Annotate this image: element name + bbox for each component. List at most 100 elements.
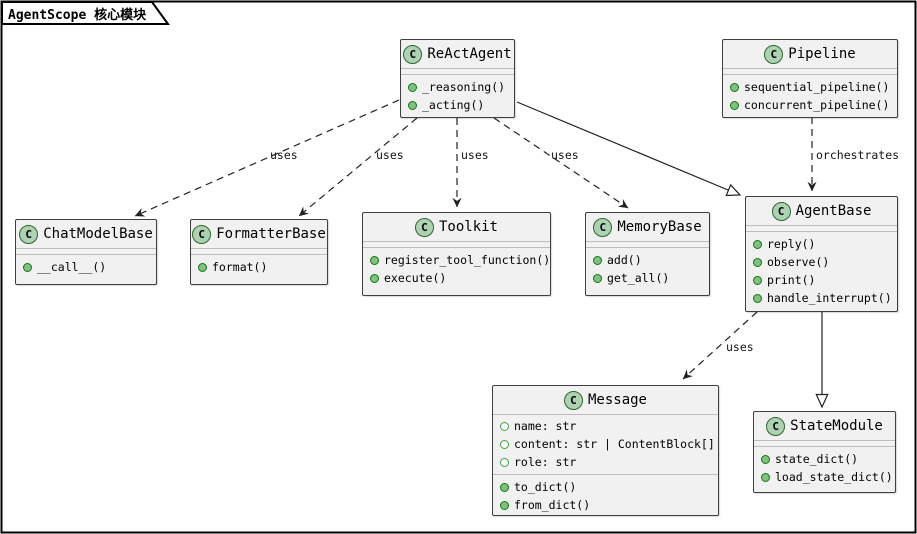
class-name: Pipeline (788, 46, 856, 62)
method-label: sequential_pipeline() (744, 80, 890, 94)
method-visibility-icon (753, 293, 762, 303)
class-fields-compartment (586, 242, 709, 248)
method-label: load_state_dict() (775, 470, 893, 484)
method-label: add() (607, 253, 642, 267)
field-label: name: str (514, 419, 577, 433)
method-label: register_tool_function() (384, 253, 551, 267)
method-item: observe() (753, 253, 890, 271)
method-item: add() (593, 251, 702, 269)
method-visibility-icon (500, 500, 509, 510)
method-visibility-icon (370, 273, 379, 283)
class-name: MemoryBase (617, 219, 702, 235)
class-methods-compartment: format() (191, 255, 327, 280)
method-label: to_dict() (514, 480, 577, 494)
frame-title: AgentScope 核心模块 (8, 8, 147, 23)
method-visibility-icon (370, 255, 379, 265)
edge-label-formatterbase: uses (376, 148, 404, 162)
method-label: _reasoning() (422, 80, 506, 94)
class-methods-compartment: state_dict() load_state_dict() (754, 447, 895, 490)
class-fields-compartment (16, 249, 156, 255)
method-item: concurrent_pipeline() (730, 96, 890, 114)
method-item: reply() (753, 235, 890, 253)
class-methods-compartment: reply() observe() print() handle_interrupt(… (746, 232, 897, 311)
class-fields-compartment (363, 242, 550, 248)
method-label: observe() (767, 255, 830, 269)
field-label: role: str (514, 455, 577, 469)
class-stereotype-icon: C (403, 44, 423, 64)
edge-reactagent-formatterbase (298, 117, 418, 217)
edge-reactagent-chatmodelbase (134, 99, 400, 217)
edge-reactagent-memorybase (493, 117, 629, 209)
class-name: StateModule (790, 418, 883, 434)
class-name: AgentBase (795, 203, 872, 219)
method-label: from_dict() (514, 498, 591, 512)
method-item: load_state_dict() (761, 468, 893, 486)
edge-reactagent-agentbase (516, 101, 740, 195)
method-label: concurrent_pipeline() (744, 98, 890, 112)
method-item: register_tool_function() (370, 251, 550, 269)
class-fields-compartment (754, 441, 895, 447)
class-name: FormatterBase (216, 226, 326, 242)
field-label: content: str | ContentBlock[] (514, 437, 715, 451)
method-item: print() (753, 271, 890, 289)
class-stereotype-icon: C (192, 224, 212, 244)
class-name: Toolkit (438, 219, 498, 235)
class-stereotype-icon: C (766, 416, 786, 436)
method-label: print() (767, 273, 816, 287)
method-visibility-icon (408, 100, 417, 110)
class-methods-compartment: to_dict() from_dict() (493, 475, 718, 518)
method-label: handle_interrupt() (767, 291, 892, 305)
class-methods-compartment: __call__() (16, 255, 156, 280)
method-item: _acting() (408, 96, 507, 114)
field-item: role: str (500, 453, 711, 471)
method-item: execute() (370, 269, 543, 287)
edge-label-toolkit: uses (461, 148, 489, 162)
class-stereotype-icon: C (593, 217, 613, 237)
method-item: format() (198, 258, 320, 276)
method-item: _reasoning() (408, 78, 507, 96)
field-visibility-icon (500, 457, 509, 467)
method-visibility-icon (753, 257, 762, 267)
class-fields-compartment: name: str content: str | ContentBlock[] ro… (493, 415, 718, 475)
method-label: format() (212, 260, 268, 274)
field-item: content: str | ContentBlock[] (500, 435, 715, 453)
edge-label-message: uses (726, 340, 754, 354)
class-stereotype-icon: C (414, 217, 434, 237)
method-visibility-icon (753, 239, 762, 249)
field-visibility-icon (500, 421, 509, 431)
method-visibility-icon (753, 275, 762, 285)
class-stereotype-icon: C (764, 44, 784, 64)
class-name: ChatModelBase (43, 226, 153, 242)
class-fields-compartment (401, 69, 514, 75)
method-label: execute() (384, 271, 447, 285)
method-item: sequential_pipeline() (730, 78, 890, 96)
method-visibility-icon (500, 482, 509, 492)
method-item: to_dict() (500, 478, 711, 496)
class-methods-compartment: sequential_pipeline() concurrent_pipeline… (723, 75, 897, 118)
method-item: get_all() (593, 269, 702, 287)
edge-agentbase-message (682, 311, 758, 380)
class-fields-compartment (723, 69, 897, 75)
method-label: state_dict() (775, 452, 859, 466)
edge-label-agentbase: orchestrates (816, 148, 900, 162)
method-visibility-icon (730, 100, 739, 110)
edge-label-memorybase: uses (551, 148, 579, 162)
class-name: ReActAgent (427, 46, 512, 62)
method-label: get_all() (607, 271, 670, 285)
